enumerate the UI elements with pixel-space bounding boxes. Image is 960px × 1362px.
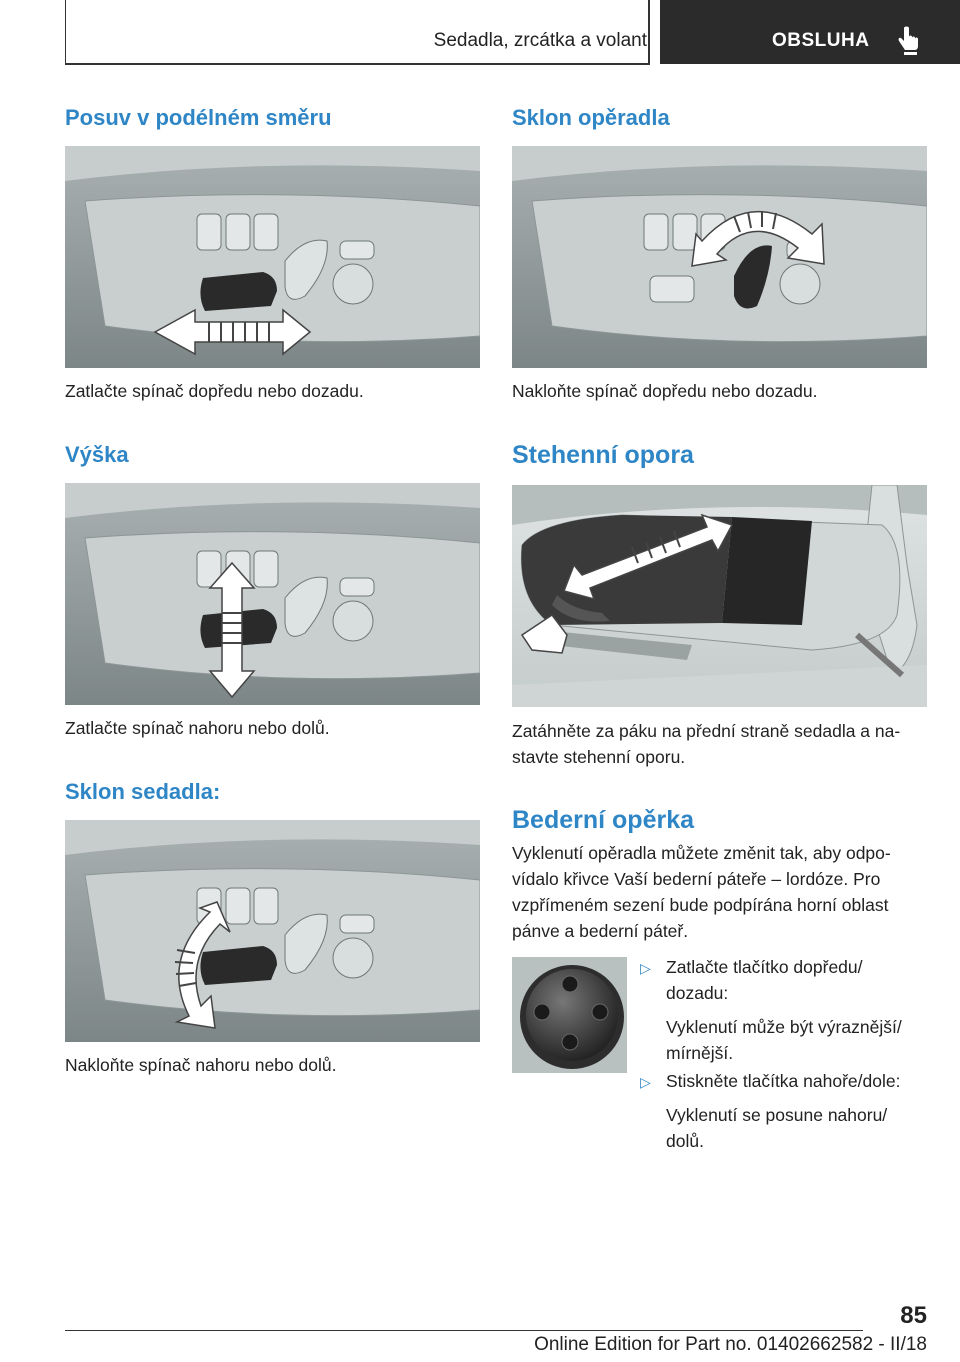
heading-height: Výška	[65, 442, 129, 467]
figure-thigh-support	[512, 485, 927, 707]
heading-backrest-tilt: Sklon opěradla	[512, 105, 670, 130]
caption-backrest-tilt: Nakloňte spínač dopředu nebo dozadu.	[512, 381, 818, 401]
heading-longitudinal: Posuv v podélném směru	[65, 105, 332, 130]
chapter-label: OBSLUHA	[772, 30, 870, 51]
bullet-marker-icon: ▷	[640, 960, 651, 976]
bullet-marker-icon: ▷	[640, 1074, 651, 1090]
header-underline	[65, 63, 649, 65]
page-number: 85	[900, 1302, 927, 1329]
heading-thigh-support: Stehenní opora	[512, 441, 694, 469]
figure-lumbar-knob	[512, 957, 627, 1073]
figure-seat-tilt-switch	[65, 820, 480, 1042]
header-separator	[648, 0, 650, 65]
caption-thigh-support-2: stavte stehenní oporu.	[512, 747, 686, 767]
heading-lumbar-support: Bederní opěrka	[512, 806, 695, 834]
bullet-2-line-1: Stiskněte tlačítka nahoře/dole:	[666, 1071, 901, 1091]
caption-height: Zatlačte spínač nahoru nebo dolů.	[65, 718, 330, 738]
bullet-1-sub-1: Vyklenutí může být výraznější/	[666, 1017, 902, 1037]
figure-height-switch	[65, 483, 480, 705]
lumbar-para-line-2: vídalo křivce Vaší bederní páteře – lord…	[512, 869, 881, 889]
caption-thigh-support-1: Zatáhněte za páku na přední straně sedad…	[512, 721, 901, 741]
figure-longitudinal-switch	[65, 146, 480, 368]
bullet-1-sub-2: mírnější.	[666, 1043, 734, 1063]
footer-edition: Online Edition for Part no. 01402662582 …	[534, 1334, 927, 1355]
hand-pointer-icon	[898, 26, 918, 55]
bullet-1-line-2: dozadu:	[666, 983, 729, 1003]
lumbar-para-line-3: vzpřímeném sezení bude podpírána horní o…	[512, 895, 889, 915]
lumbar-para-line-4: pánve a bederní páteř.	[512, 921, 689, 941]
bullet-2-sub-2: dolů.	[666, 1131, 704, 1151]
heading-seat-tilt: Sklon sedadla:	[65, 779, 221, 804]
caption-longitudinal: Zatlačte spínač dopředu nebo dozadu.	[65, 381, 364, 401]
caption-seat-tilt: Nakloňte spínač nahoru nebo dolů.	[65, 1055, 337, 1075]
section-title: Sedadla, zrcátka a volant	[433, 30, 647, 51]
footer-rule	[65, 1330, 863, 1331]
lumbar-para-line-1: Vyklenutí opěradla můžete změnit tak, ab…	[512, 843, 891, 863]
figure-backrest-switch	[512, 146, 927, 368]
bullet-2-sub-1: Vyklenutí se posune nahoru/	[666, 1105, 888, 1125]
bullet-1-line-1: Zatlačte tlačítko dopředu/	[666, 957, 863, 977]
